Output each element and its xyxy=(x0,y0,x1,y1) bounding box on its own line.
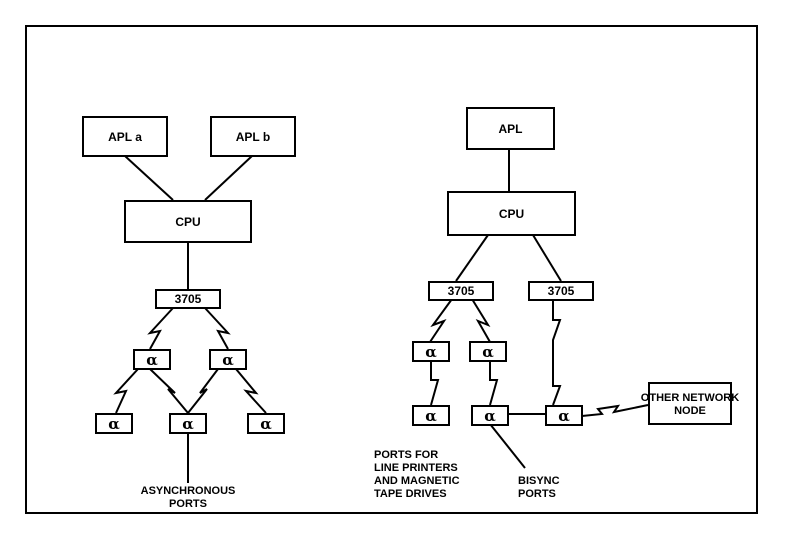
link-alpha-r5-other-node xyxy=(581,404,649,417)
link-3705-alpha-l2 xyxy=(204,307,231,350)
link-alpha-l1-alpha-bl xyxy=(113,368,139,414)
link-alpha-r2-alpha-r4 xyxy=(489,361,499,406)
alpha-node-r5: α xyxy=(545,405,583,426)
alpha-node-bl: α xyxy=(95,413,133,434)
controller-3705-left: 3705 xyxy=(155,289,221,309)
apl-b-box: APL b xyxy=(210,116,296,157)
link-3705-alpha-r2 xyxy=(471,298,491,343)
diagram-frame xyxy=(25,25,758,514)
link-alpha-l2-alpha-bm xyxy=(187,368,219,414)
alpha-node-r1: α xyxy=(412,341,450,362)
controller-3705-right-1: 3705 xyxy=(428,281,494,301)
other-network-node-box xyxy=(648,382,732,425)
controller-3705-right-2: 3705 xyxy=(528,281,594,301)
link-cpu-3705-r2 xyxy=(532,234,562,282)
alpha-node-r4: α xyxy=(471,405,509,426)
asynchronous-ports-label: ASYNCHRONOUS PORTS xyxy=(140,485,236,510)
alpha-node-bm: α xyxy=(169,413,207,434)
cpu-box-left: CPU xyxy=(124,200,252,243)
alpha-node-l1: α xyxy=(133,349,171,370)
cpu-box-right: CPU xyxy=(447,191,576,236)
other-network-node-label: OTHER NETWORK NODE xyxy=(640,392,740,417)
link-3705-r2-alpha-r5 xyxy=(552,300,562,406)
link-cpu-3705-r1 xyxy=(455,234,489,282)
alpha-node-br: α xyxy=(247,413,285,434)
link-alpha-r4-bisync xyxy=(489,423,526,469)
apl-box: APL xyxy=(466,107,555,150)
alpha-node-r2: α xyxy=(469,341,507,362)
alpha-node-r3: α xyxy=(412,405,450,426)
bisync-ports-label: BISYNC PORTS xyxy=(518,475,560,500)
link-3705-alpha-r1 xyxy=(429,298,453,343)
link-alpha-r1-alpha-r3 xyxy=(430,361,440,406)
link-apl-a-cpu xyxy=(124,155,174,201)
link-alpha-l1-alpha-bm xyxy=(149,368,189,414)
link-3705-alpha-l1 xyxy=(147,307,174,350)
printer-ports-label: PORTS FOR LINE PRINTERS AND MAGNETIC TAP… xyxy=(374,449,460,500)
alpha-node-l2: α xyxy=(209,349,247,370)
apl-a-box: APL a xyxy=(82,116,168,157)
link-apl-b-cpu xyxy=(204,155,253,201)
link-alpha-l2-alpha-br xyxy=(235,368,267,414)
